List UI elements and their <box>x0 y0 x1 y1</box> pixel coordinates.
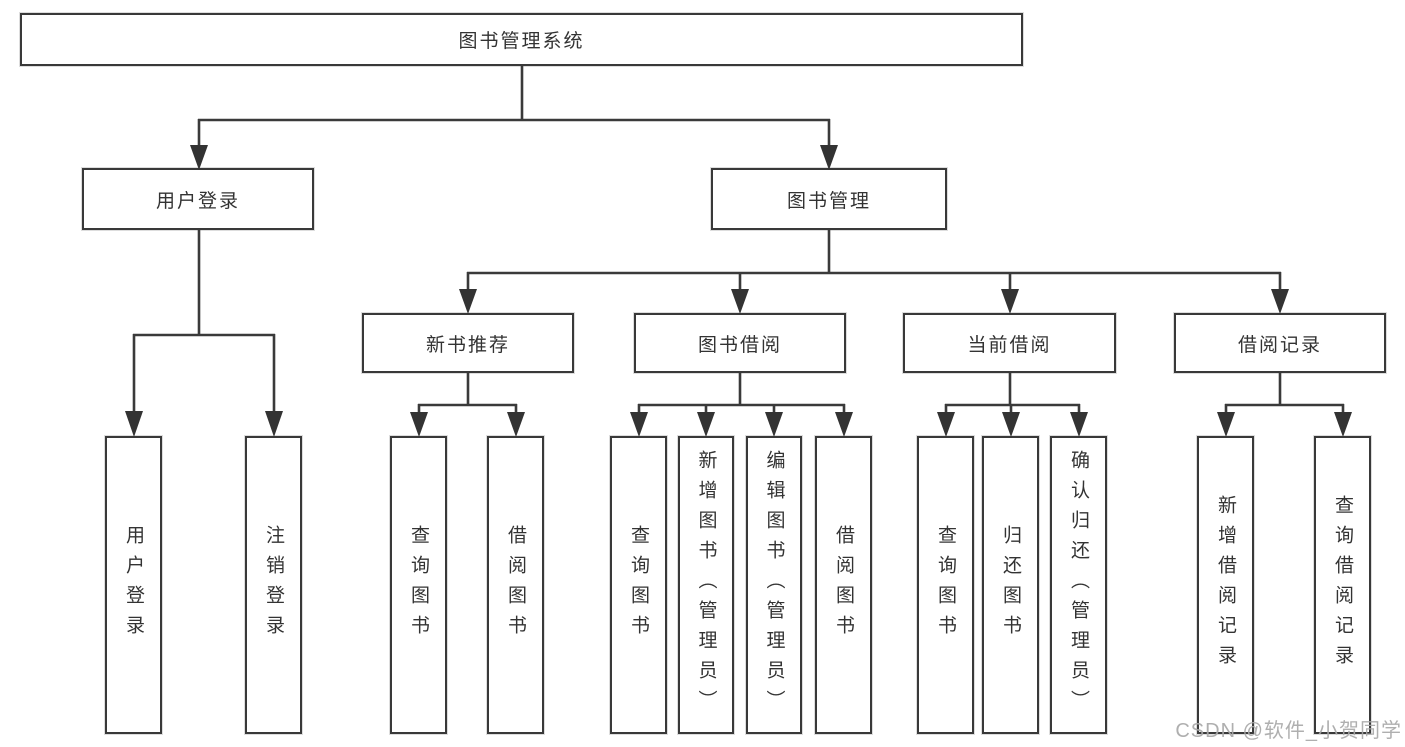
leaf-label: 借阅图书 <box>833 525 854 645</box>
leaf-borrow-edit-books-admin: 编辑图书（管理员） <box>746 436 802 734</box>
leaf-label: 编辑图书（管理员） <box>763 450 785 720</box>
leaf-borrow-add-books-admin: 新增图书（管理员） <box>678 436 734 734</box>
leaf-record-query-borrow-record: 查询借阅记录 <box>1314 436 1371 734</box>
leaf-label: 用户登录 <box>123 525 144 645</box>
leaf-label: 新增图书（管理员） <box>695 450 717 720</box>
leaf-label: 注销登录 <box>263 525 284 645</box>
leaf-label: 查询图书 <box>408 525 429 645</box>
node-user-login: 用户登录 <box>82 168 314 230</box>
leaf-current-query-books: 查询图书 <box>917 436 974 734</box>
leaf-newbook-borrow-books: 借阅图书 <box>487 436 544 734</box>
leaf-label: 查询借阅记录 <box>1332 495 1353 675</box>
leaf-borrow-query-books: 查询图书 <box>610 436 667 734</box>
leaf-label: 归还图书 <box>1000 525 1021 645</box>
leaf-user-login: 用户登录 <box>105 436 162 734</box>
leaf-record-add-borrow-record: 新增借阅记录 <box>1197 436 1254 734</box>
node-borrow-record: 借阅记录 <box>1174 313 1386 373</box>
node-book-borrow: 图书借阅 <box>634 313 846 373</box>
node-current-borrow: 当前借阅 <box>903 313 1116 373</box>
node-book-management: 图书管理 <box>711 168 947 230</box>
leaf-label: 查询图书 <box>628 525 649 645</box>
leaf-label: 新增借阅记录 <box>1215 495 1236 675</box>
leaf-label: 借阅图书 <box>505 525 526 645</box>
node-new-book-recommend: 新书推荐 <box>362 313 574 373</box>
leaf-current-return-books: 归还图书 <box>982 436 1039 734</box>
watermark: CSDN @软件_小贺同学 <box>1175 720 1402 742</box>
leaf-logout: 注销登录 <box>245 436 302 734</box>
node-library-management-system: 图书管理系统 <box>20 13 1023 66</box>
leaf-borrow-borrow-books: 借阅图书 <box>815 436 872 734</box>
leaf-label: 确认归还（管理员） <box>1068 450 1089 720</box>
leaf-newbook-query-books: 查询图书 <box>390 436 447 734</box>
leaf-current-confirm-return-admin: 确认归还（管理员） <box>1050 436 1107 734</box>
leaf-label: 查询图书 <box>935 525 956 645</box>
